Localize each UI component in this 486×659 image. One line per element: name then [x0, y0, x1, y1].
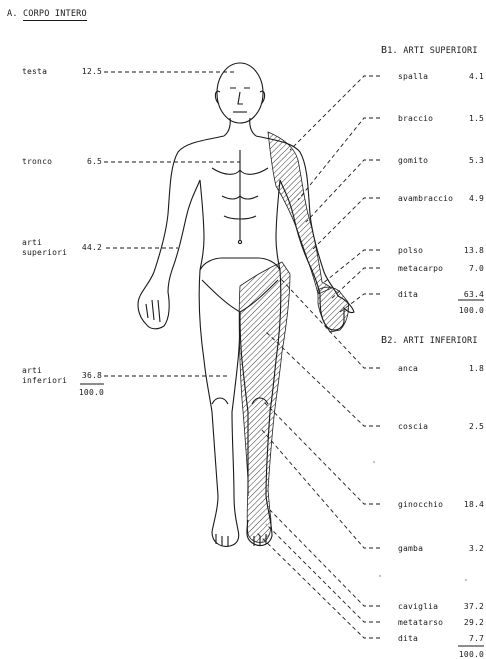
label-metacarpo: metacarpo: [398, 264, 443, 273]
value-dita-arti-inferiori: 7.7: [458, 634, 484, 643]
value-testa: 12.5: [80, 67, 102, 76]
value-metacarpo: 7.0: [458, 264, 484, 273]
label-metatarso: metatarso: [398, 618, 443, 627]
label-ginocchio: ginocchio: [398, 500, 443, 509]
label-arti-inferiori-1: arti: [22, 366, 42, 375]
section-a-heading: A. CORPO INTERO: [7, 10, 87, 19]
label-tronco: tronco: [22, 157, 52, 166]
label-dita-arti-inferiori: dita: [398, 634, 418, 643]
section-a-letter: A.: [7, 9, 18, 19]
value-arti-superiori: 44.2: [80, 243, 102, 252]
label-testa: testa: [22, 67, 47, 76]
total-b1: 100.0: [456, 306, 484, 315]
label-spalla: spalla: [398, 72, 428, 81]
value-caviglia: 37.2: [458, 602, 484, 611]
value-gomito: 5.3: [458, 156, 484, 165]
label-coscia: coscia: [398, 422, 428, 431]
section-b1-heading: B1. ARTI SUPERIORI: [381, 46, 478, 56]
label-arti-superiori-2: superiori: [22, 248, 67, 257]
section-b1-title: ARTI SUPERIORI: [403, 46, 477, 56]
label-caviglia: caviglia: [398, 602, 438, 611]
total-a: 100.0: [78, 388, 104, 397]
value-spalla: 4.1: [458, 72, 484, 81]
value-arti-inferiori: 36.8: [80, 371, 102, 380]
value-metatarso: 29.2: [458, 618, 484, 627]
value-coscia: 2.5: [458, 422, 484, 431]
label-polso: polso: [398, 246, 423, 255]
label-gamba: gamba: [398, 544, 423, 553]
section-b2-heading: B2. ARTI INFERIORI: [381, 336, 478, 346]
value-ginocchio: 18.4: [458, 500, 484, 509]
total-b2: 100.0: [456, 650, 484, 659]
section-a-title: CORPO INTERO: [23, 9, 87, 21]
label-arti-inferiori-2: inferiori: [22, 376, 67, 385]
value-anca: 1.8: [458, 364, 484, 373]
value-polso: 13.8: [458, 246, 484, 255]
value-dita-arti-superiori: 63.4: [458, 290, 484, 299]
label-gomito: gomito: [398, 156, 428, 165]
label-anca: anca: [398, 364, 418, 373]
label-braccio: braccio: [398, 114, 433, 123]
label-dita-arti-superiori: dita: [398, 290, 418, 299]
value-braccio: 1.5: [458, 114, 484, 123]
value-avambraccio: 4.9: [458, 194, 484, 203]
section-b2-sub: 2.: [387, 336, 398, 346]
specks: [373, 461, 466, 580]
section-b2-title: ARTI INFERIORI: [403, 336, 477, 346]
value-gamba: 3.2: [458, 544, 484, 553]
label-arti-superiori-1: arti: [22, 238, 42, 247]
value-tronco: 6.5: [80, 157, 102, 166]
leader-lines-a: [104, 72, 240, 376]
section-b1-sub: 1.: [387, 46, 398, 56]
label-avambraccio: avambraccio: [398, 194, 453, 203]
